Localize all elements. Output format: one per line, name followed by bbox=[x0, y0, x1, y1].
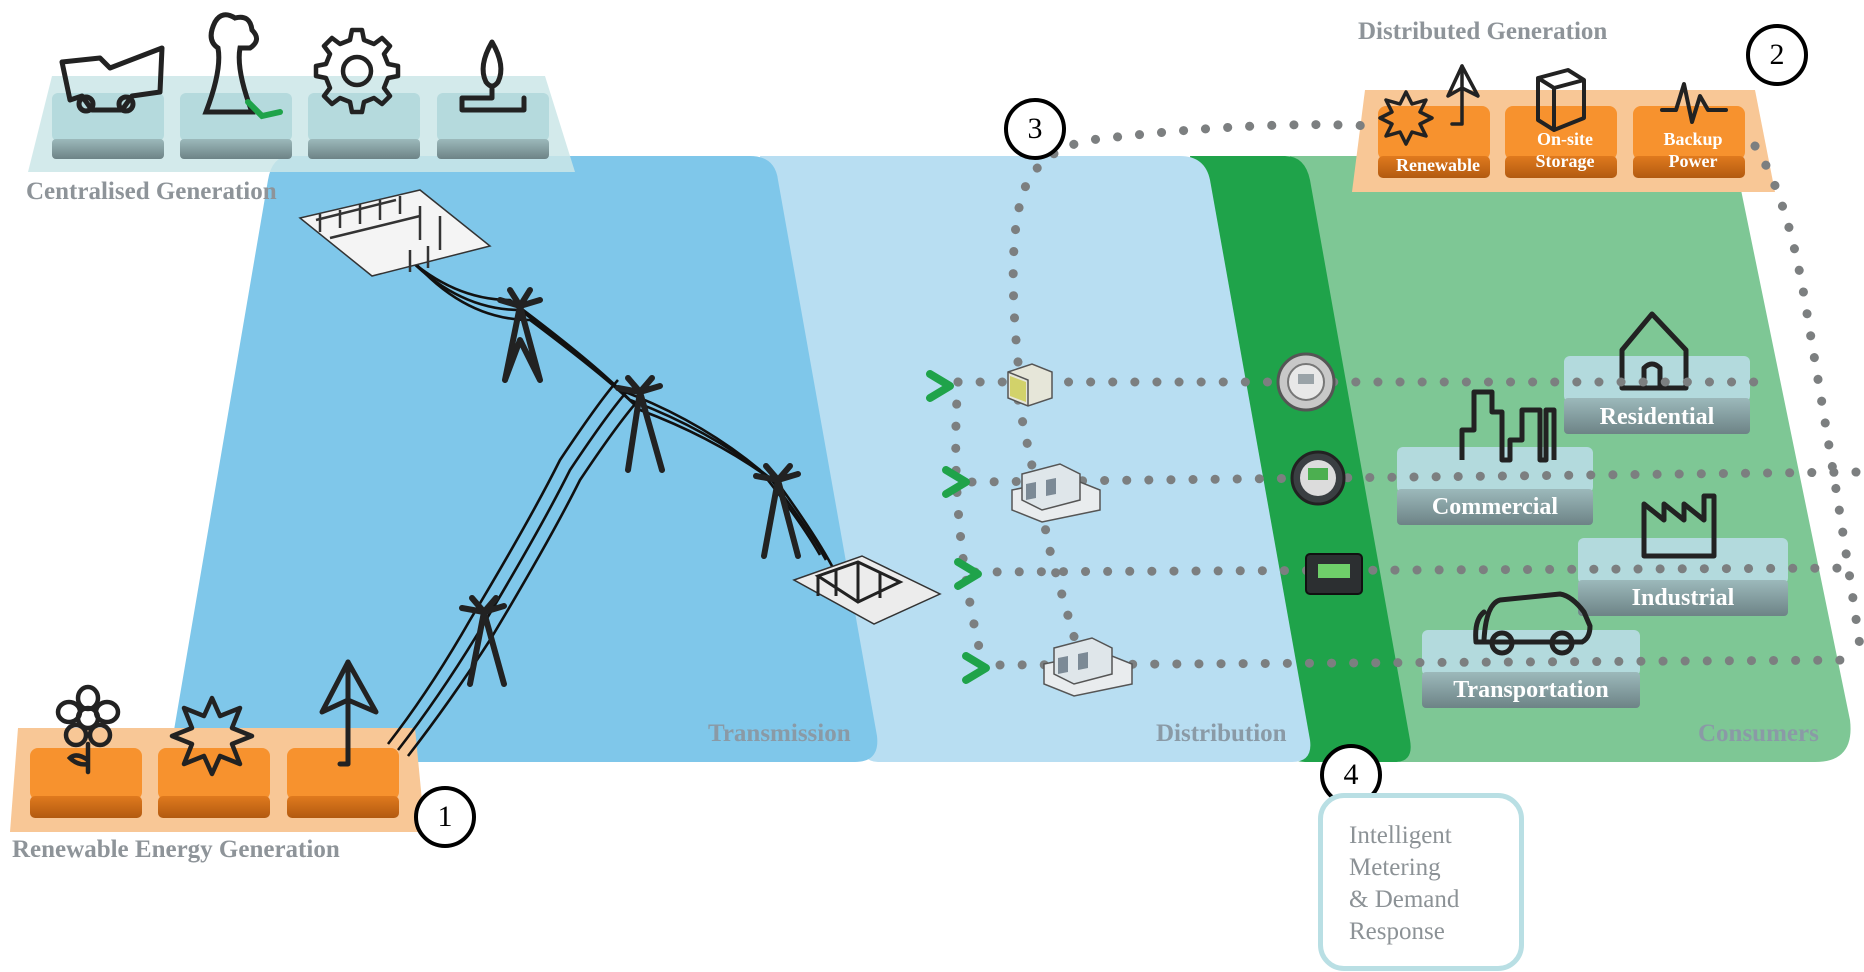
centralised-tiles bbox=[52, 93, 549, 159]
distribution-dotted-lines bbox=[951, 120, 1864, 670]
factory-icon bbox=[1641, 493, 1717, 559]
kiosk-substation-icon bbox=[1011, 463, 1101, 523]
industrial-label: Industrial bbox=[1631, 585, 1735, 611]
pulse-icon bbox=[1660, 82, 1728, 124]
kiosk-substation-icon-2 bbox=[1043, 637, 1133, 697]
distribution-substation-icon bbox=[792, 555, 942, 625]
centralised-generation-label: Centralised Generation bbox=[26, 178, 277, 205]
substation-icon bbox=[298, 189, 492, 277]
transformer-box-icon bbox=[1007, 363, 1053, 407]
sun-wind-icon bbox=[1378, 64, 1480, 146]
renewable-energy-generation-label: Renewable Energy Generation bbox=[12, 836, 340, 863]
smart-meter-icon-3 bbox=[1305, 553, 1363, 595]
marker-2: 2 bbox=[1746, 24, 1808, 86]
smart-meter-icon-1 bbox=[1276, 352, 1336, 412]
callout-line-4: Response bbox=[1349, 918, 1445, 945]
callout-line-3: & Demand bbox=[1349, 886, 1460, 913]
callout-line-2: Metering bbox=[1349, 854, 1441, 881]
sun-icon bbox=[169, 695, 255, 777]
gas-flame-icon bbox=[459, 39, 527, 113]
consumers-label: Consumers bbox=[1698, 720, 1819, 747]
transmission-zone bbox=[172, 156, 878, 762]
residential-label: Residential bbox=[1599, 404, 1715, 430]
distributed-generation-label: Distributed Generation bbox=[1358, 18, 1608, 45]
commercial-label: Commercial bbox=[1431, 494, 1559, 520]
house-icon bbox=[1619, 311, 1689, 391]
transmission-towers bbox=[459, 287, 801, 687]
office-buildings-icon bbox=[1459, 389, 1557, 463]
tile-renewable-label: Renewable bbox=[1396, 155, 1480, 175]
callout-line-1: Intelligent bbox=[1349, 822, 1452, 849]
intelligent-metering-callout: Intelligent Metering & Demand Response bbox=[1318, 793, 1524, 971]
gear-icon bbox=[313, 27, 401, 115]
coal-truck-icon bbox=[59, 45, 165, 114]
car-icon bbox=[1473, 591, 1593, 656]
flow-arrows bbox=[926, 370, 990, 684]
smart-meter-icon-2 bbox=[1290, 450, 1346, 506]
flower-biomass-icon bbox=[55, 684, 121, 775]
transportation-label: Transportation bbox=[1453, 677, 1609, 703]
storage-cabinet-icon bbox=[1536, 68, 1586, 132]
nuclear-cooling-tower-icon bbox=[202, 12, 259, 115]
consumer-tiles bbox=[1397, 356, 1788, 708]
marker-1: 1 bbox=[414, 786, 476, 848]
transmission-label: Transmission bbox=[708, 720, 851, 747]
marker-3: 3 bbox=[1004, 98, 1066, 160]
green-check-mark bbox=[245, 99, 283, 120]
distribution-label: Distribution bbox=[1156, 720, 1287, 747]
wind-turbine-icon bbox=[319, 659, 379, 767]
